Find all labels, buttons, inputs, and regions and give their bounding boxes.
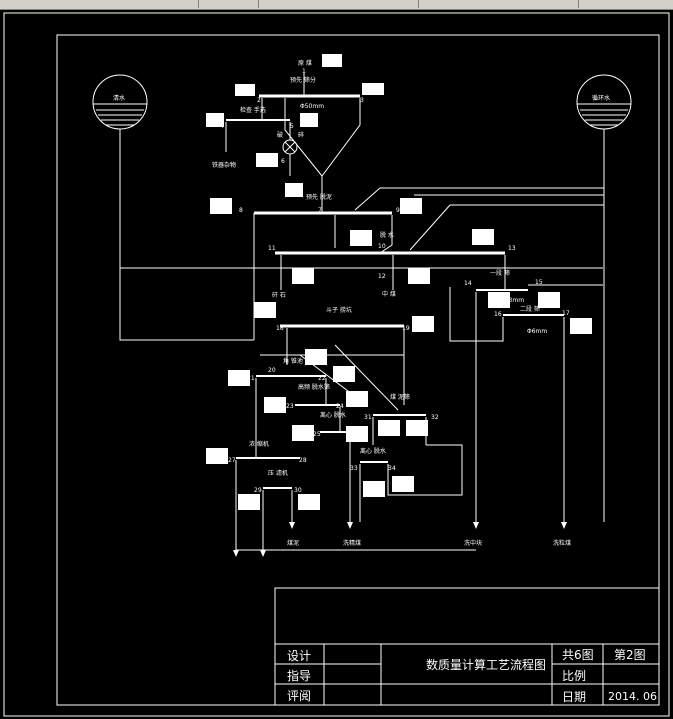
label-cone-tank: 角 锥池 — [283, 358, 303, 365]
node-number: 12 — [378, 273, 386, 280]
flow-lines — [119, 73, 605, 551]
title-block-sheet-number: 第2图 — [614, 648, 646, 662]
tank-label-circulating-water: 循环水 — [592, 95, 611, 102]
calc-tags — [206, 54, 592, 510]
label-product-medium-lump: 洗中块 — [464, 540, 483, 547]
node-number: 9 — [396, 207, 400, 214]
label-product-clean-coal: 洗精煤 — [343, 540, 362, 547]
toolbar-segment — [578, 0, 673, 8]
label-gangue: 矸 石 — [272, 292, 286, 299]
node-number: 3 — [360, 97, 364, 104]
label-bucket-pit: 斗子 捞坑 — [326, 307, 352, 314]
label-iron-debris: 铁器杂物 — [212, 162, 237, 169]
toolbar-segment — [198, 0, 259, 8]
label-phi6: Φ6mm — [527, 328, 548, 335]
label-filter-press: 压 滤机 — [268, 470, 288, 477]
node-number: 25 — [313, 431, 321, 438]
outer-border — [3, 12, 670, 717]
node-number: 1 — [302, 68, 306, 75]
label-centrifuge-1: 离心 脱水 — [320, 412, 346, 419]
label-phi50: Φ50mm — [300, 103, 325, 110]
label-middling: 中 煤 — [382, 291, 396, 298]
title-block-date-value: 2014. 06 — [608, 690, 657, 703]
node-number: 34 — [388, 465, 396, 472]
label-second-screen: 二段 筛 — [520, 306, 540, 313]
label-crusher: 破 — [277, 132, 284, 139]
drawing-title: 数质量计算工艺流程图 — [426, 658, 547, 672]
node-number: 15 — [535, 279, 543, 286]
node-number: 16 — [494, 311, 502, 318]
node-number: 23 — [286, 403, 294, 410]
clear-water-tank — [92, 74, 148, 130]
label-thickener: 浓 缩机 — [249, 441, 269, 448]
circulating-water-tank — [576, 74, 632, 130]
window-titlebar-strip — [0, 0, 673, 10]
node-number: 11 — [268, 245, 276, 252]
label-crusher-2: 碎 — [298, 132, 305, 139]
label-first-screen: 一段 筛 — [490, 270, 510, 277]
title-block-guide: 指导 — [287, 669, 312, 683]
label-pre-screen: 预先 筛分 — [290, 77, 316, 84]
node-number: 5 — [290, 123, 294, 130]
label-product-slime: 煤泥 — [287, 540, 300, 547]
toolbar-segment — [258, 0, 419, 8]
node-number: 21 — [247, 375, 255, 382]
node-number: 20 — [268, 367, 276, 374]
node-number: 27 — [228, 457, 236, 464]
label-high-freq-screen: 高频 脱水筛 — [298, 384, 330, 391]
label-dewater: 脱 水 — [380, 232, 394, 239]
node-number: 28 — [299, 457, 307, 464]
label-phi13: Φ13mm — [500, 297, 525, 304]
node-number: 10 — [378, 243, 386, 250]
node-number: 8 — [239, 207, 243, 214]
node-number: 30 — [294, 487, 302, 494]
node-number: 24 — [336, 403, 344, 410]
node-number: 33 — [350, 465, 358, 472]
node-number: 26 — [349, 431, 357, 438]
node-number: 29 — [254, 487, 262, 494]
title-block-scale: 比例 — [562, 669, 587, 683]
node-number: 22 — [318, 375, 326, 382]
node-number: 4 — [220, 123, 224, 130]
node-number: 18 — [276, 325, 284, 332]
node-number: 13 — [508, 245, 516, 252]
node-number: 6 — [281, 158, 285, 165]
label-hand-pick: 检查 手选 — [240, 107, 266, 114]
outlet-arrows — [233, 522, 567, 557]
label-product-fine-coal: 洗粒煤 — [553, 540, 572, 547]
toolbar-segment — [0, 0, 199, 8]
title-block-date-label: 日期 — [562, 690, 587, 704]
drawing-frame — [56, 34, 660, 706]
label-centrifuge-2: 离心 脱水 — [360, 448, 386, 455]
node-number: 17 — [562, 310, 570, 317]
node-number: 19 — [402, 325, 410, 332]
label-slime-screen: 煤 泥筛 — [390, 394, 410, 401]
node-number: 32 — [431, 414, 439, 421]
tank-label-clear-water: 清水 — [113, 95, 126, 102]
title-block-total-sheets: 共6图 — [562, 648, 594, 662]
node-number: 31 — [364, 414, 372, 421]
node-number: 2 — [257, 97, 261, 104]
flowsheet-drawing[interactable] — [0, 10, 673, 719]
node-number: 7 — [318, 207, 322, 214]
toolbar-segment — [418, 0, 579, 8]
title-block-design: 设计 — [287, 649, 312, 663]
title-block-review: 评阅 — [287, 689, 312, 703]
title-block — [274, 587, 660, 706]
node-number: 14 — [464, 280, 472, 287]
label-pre-desliming: 预先 脱泥 — [306, 194, 332, 201]
label-raw-coal: 原 煤 — [298, 60, 312, 67]
